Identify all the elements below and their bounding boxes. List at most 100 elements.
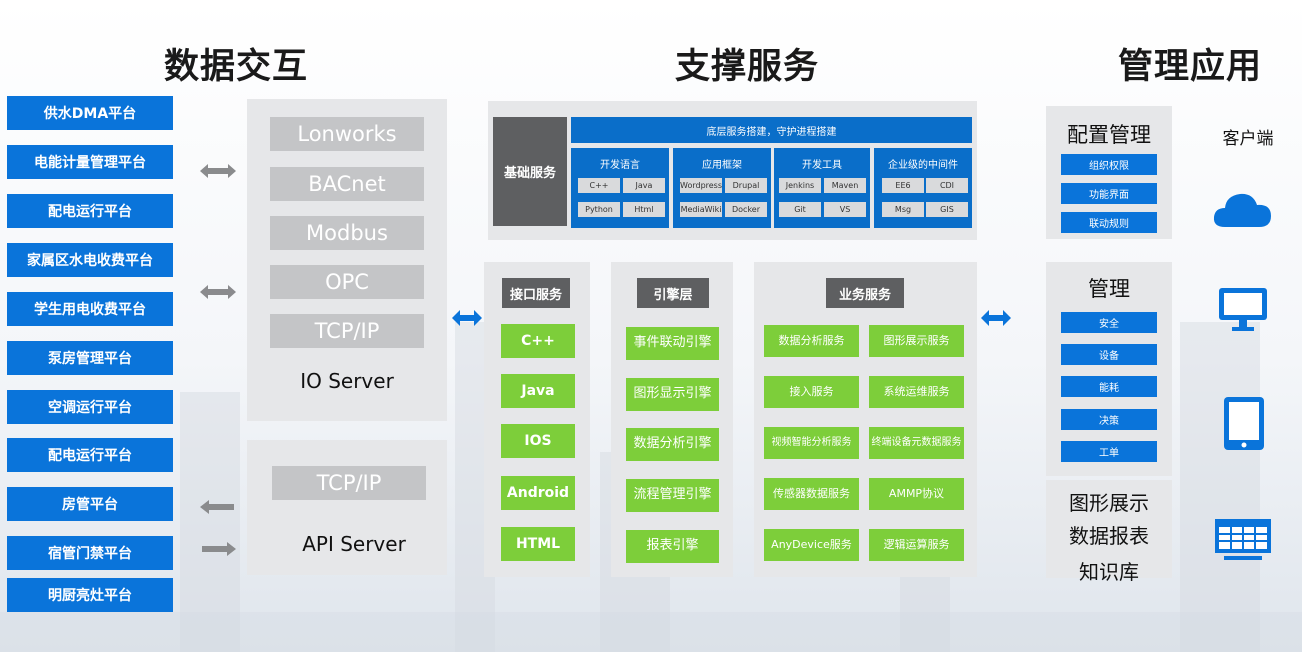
platform-item[interactable]: 家属区水电收费平台 [7, 243, 173, 277]
interface-item[interactable]: HTML [501, 527, 575, 561]
business-item[interactable]: 终端设备元数据服务 [869, 427, 964, 459]
left-arrow-icon [200, 500, 234, 514]
base-service-banner: 底层服务搭建，守护进程搭建 [571, 117, 972, 143]
business-item[interactable]: AMMP协议 [869, 478, 964, 510]
platform-item[interactable]: 明厨亮灶平台 [7, 578, 173, 612]
tech-chip: Git [779, 202, 821, 217]
business-item[interactable]: 接入服务 [764, 376, 859, 408]
protocol-box: TCP/IP [272, 466, 426, 500]
heading-support-service: 支撑服务 [675, 47, 820, 87]
bidirectional-arrow-icon [200, 285, 236, 299]
bidirectional-arrow-icon [452, 310, 482, 326]
business-item[interactable]: 逻辑运算服务 [869, 529, 964, 561]
heading-management-app: 管理应用 [1118, 47, 1263, 87]
platform-item[interactable]: 配电运行平台 [7, 194, 173, 228]
mgmt-item[interactable]: 工单 [1061, 441, 1157, 462]
business-item[interactable]: 视频智能分析服务 [764, 427, 859, 459]
business-service-panel [754, 262, 977, 577]
extra-item: 图形展示 [1069, 491, 1149, 515]
config-mgmt-title: 配置管理 [1067, 123, 1151, 147]
business-item[interactable]: AnyDevice服务 [764, 529, 859, 561]
tech-chip: Docker [725, 202, 767, 217]
bidirectional-arrow-icon [981, 310, 1011, 326]
platform-item[interactable]: 泵房管理平台 [7, 341, 173, 375]
platform-item[interactable]: 学生用电收费平台 [7, 292, 173, 326]
interface-item[interactable]: C++ [501, 324, 575, 358]
extra-panel [1046, 480, 1172, 578]
category-title: 开发工具 [802, 160, 842, 171]
category-app-framework: 应用框架 Wordpress Drupal MediaWiki Docker [673, 148, 771, 228]
tech-chip: CDI [926, 178, 968, 193]
engine-item[interactable]: 流程管理引擎 [626, 479, 719, 512]
tech-chip: MediaWiki [680, 202, 722, 217]
extra-item: 数据报表 [1069, 524, 1149, 548]
heading-data-exchange: 数据交互 [164, 47, 309, 87]
platform-item[interactable]: 房管平台 [7, 487, 173, 521]
category-title: 开发语言 [600, 160, 640, 171]
interface-service-title: 接口服务 [502, 278, 570, 308]
api-server-panel [247, 440, 447, 575]
interface-item[interactable]: IOS [501, 424, 575, 458]
category-title: 应用框架 [702, 160, 742, 171]
tablet-icon [1224, 397, 1264, 450]
mgmt-item[interactable]: 能耗 [1061, 376, 1157, 397]
interface-item[interactable]: Android [501, 476, 575, 510]
tech-chip: Python [578, 202, 620, 217]
tech-chip: GIS [926, 202, 968, 217]
api-server-label: API Server [302, 532, 406, 556]
engine-layer-panel [611, 262, 733, 577]
background-building [180, 392, 240, 652]
interface-service-panel [484, 262, 590, 577]
engine-item[interactable]: 数据分析引擎 [626, 428, 719, 461]
engine-item[interactable]: 事件联动引擎 [626, 327, 719, 360]
tech-chip: C++ [578, 178, 620, 193]
business-item[interactable]: 系统运维服务 [869, 376, 964, 408]
engine-item[interactable]: 图形显示引擎 [626, 378, 719, 411]
mgmt-item[interactable]: 安全 [1061, 312, 1157, 333]
mgmt-item[interactable]: 设备 [1061, 344, 1157, 365]
business-item[interactable]: 图形展示服务 [869, 325, 964, 357]
config-mgmt-item[interactable]: 组织权限 [1061, 154, 1157, 175]
platform-item[interactable]: 宿管门禁平台 [7, 536, 173, 570]
tech-chip: Maven [824, 178, 866, 193]
background-ground [0, 612, 1302, 652]
mgmt-panel [1046, 262, 1172, 476]
engine-item[interactable]: 报表引擎 [626, 530, 719, 563]
business-item[interactable]: 数据分析服务 [764, 325, 859, 357]
category-title: 企业级的中间件 [888, 160, 958, 171]
config-mgmt-item[interactable]: 联动规则 [1061, 212, 1157, 233]
protocol-box: OPC [270, 265, 424, 299]
right-arrow-icon [202, 542, 236, 556]
tech-chip: VS [824, 202, 866, 217]
platform-item[interactable]: 供水DMA平台 [7, 96, 173, 130]
tech-chip: EE6 [882, 178, 924, 193]
category-middleware: 企业级的中间件 EE6 CDI Msg GIS [874, 148, 972, 228]
monitor-icon [1219, 288, 1267, 331]
config-mgmt-item[interactable]: 功能界面 [1061, 183, 1157, 204]
io-server-label: IO Server [300, 369, 394, 393]
cloud-icon [1213, 193, 1271, 227]
business-item[interactable]: 传感器数据服务 [764, 478, 859, 510]
background-building [1180, 322, 1260, 652]
tech-chip: Jenkins [779, 178, 821, 193]
protocol-box: Modbus [270, 216, 424, 250]
platform-item[interactable]: 电能计量管理平台 [7, 145, 173, 179]
mgmt-item[interactable]: 决策 [1061, 409, 1157, 430]
business-service-title: 业务服务 [826, 278, 904, 308]
interface-item[interactable]: Java [501, 374, 575, 408]
protocol-box: Lonworks [270, 117, 424, 151]
tech-chip: Msg [882, 202, 924, 217]
platform-item[interactable]: 空调运行平台 [7, 390, 173, 424]
platform-item[interactable]: 配电运行平台 [7, 438, 173, 472]
io-server-panel [247, 99, 447, 421]
client-title: 客户端 [1222, 129, 1274, 149]
category-dev-language: 开发语言 C++ Java Python Html [571, 148, 669, 228]
engine-layer-title: 引擎层 [637, 278, 709, 308]
protocol-box: BACnet [270, 167, 424, 201]
mgmt-title: 管理 [1088, 277, 1130, 301]
base-service-title: 基础服务 [493, 117, 567, 226]
protocol-box: TCP/IP [270, 314, 424, 348]
category-dev-tools: 开发工具 Jenkins Maven Git VS [774, 148, 870, 228]
extra-item: 知识库 [1079, 560, 1139, 584]
tech-chip: Drupal [725, 178, 767, 193]
